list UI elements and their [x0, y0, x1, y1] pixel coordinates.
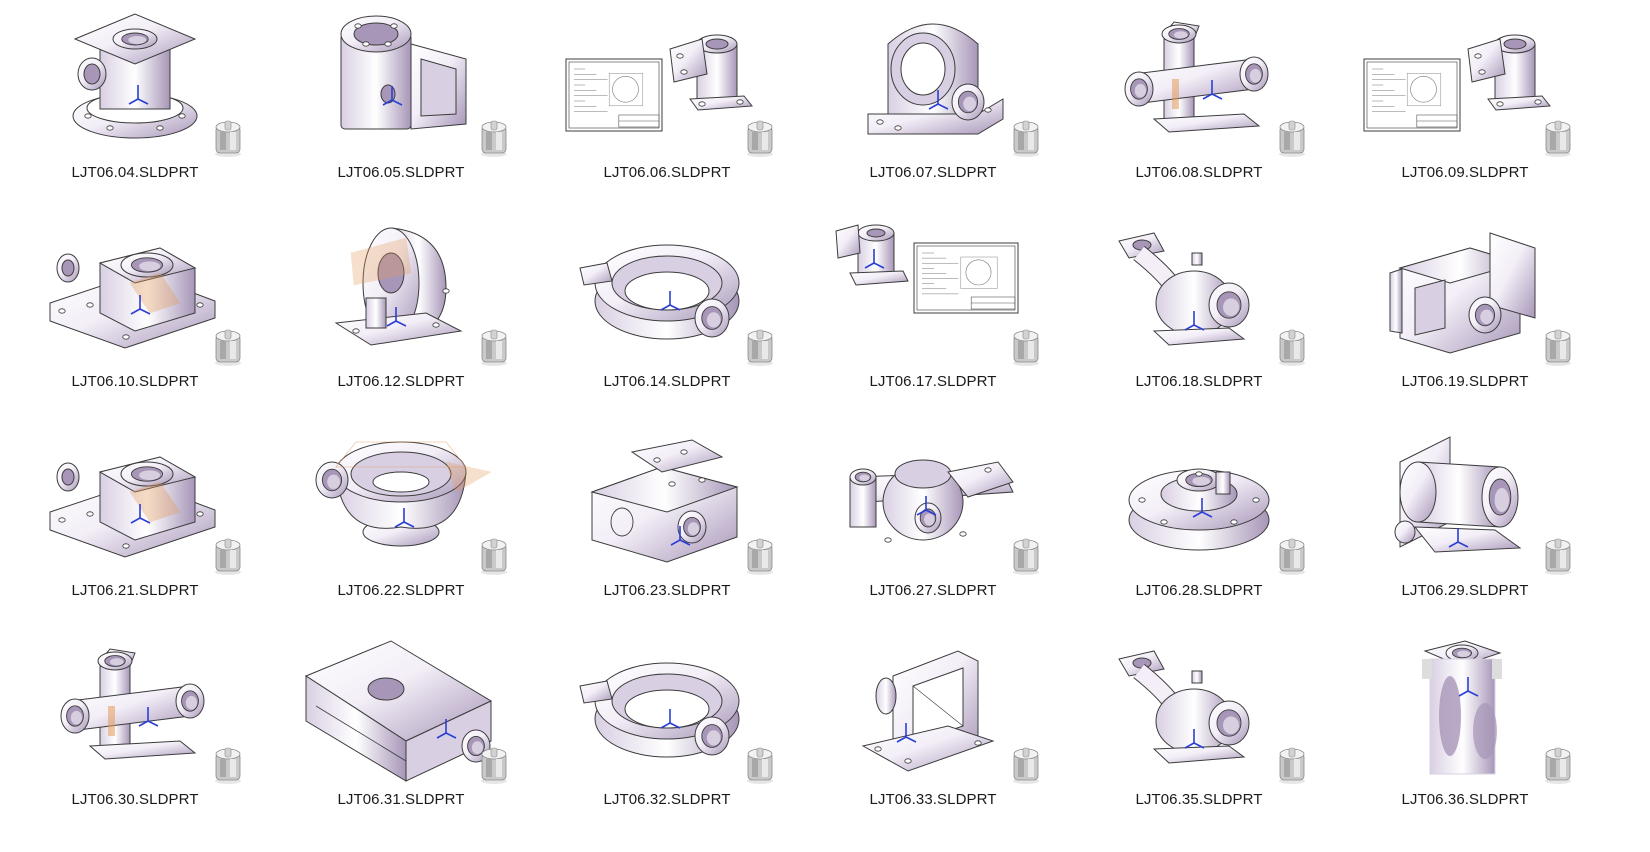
solidworks-part-icon	[1540, 118, 1576, 158]
solidworks-part-icon	[742, 536, 778, 576]
solidworks-part-icon	[476, 745, 512, 785]
file-name-label[interactable]: LJT06.14.SLDPRT	[603, 373, 731, 390]
file-item[interactable]: LJT06.22.SLDPRT	[286, 418, 566, 638]
part-thumbnail[interactable]	[296, 213, 496, 371]
part-thumbnail[interactable]	[296, 4, 496, 162]
file-name-label[interactable]: LJT06.21.SLDPRT	[71, 582, 199, 599]
file-name-label[interactable]: LJT06.31.SLDPRT	[337, 791, 465, 808]
file-name-label[interactable]: LJT06.36.SLDPRT	[1401, 791, 1529, 808]
part-thumbnail[interactable]	[828, 4, 1028, 162]
part-thumbnail[interactable]	[30, 213, 230, 371]
solidworks-part-icon	[476, 327, 512, 367]
file-name-label[interactable]: LJT06.10.SLDPRT	[71, 373, 199, 390]
solidworks-part-icon	[1008, 536, 1044, 576]
file-item[interactable]: LJT06.08.SLDPRT	[1084, 0, 1364, 220]
part-thumbnail[interactable]	[296, 422, 496, 580]
file-name-label[interactable]: LJT06.12.SLDPRT	[337, 373, 465, 390]
file-item[interactable]: LJT06.28.SLDPRT	[1084, 418, 1364, 638]
file-name-label[interactable]: LJT06.23.SLDPRT	[603, 582, 731, 599]
part-thumbnail[interactable]	[1360, 422, 1560, 580]
solidworks-part-icon	[1274, 536, 1310, 576]
file-item[interactable]: LJT06.17.SLDPRT	[818, 209, 1098, 429]
file-item[interactable]: LJT06.12.SLDPRT	[286, 209, 566, 429]
part-thumbnail[interactable]	[562, 422, 762, 580]
file-name-label[interactable]: LJT06.29.SLDPRT	[1401, 582, 1529, 599]
part-thumbnail[interactable]	[1360, 631, 1560, 789]
part-thumbnail[interactable]	[30, 631, 230, 789]
solidworks-part-icon	[1274, 118, 1310, 158]
file-item[interactable]: LJT06.23.SLDPRT	[552, 418, 832, 638]
solidworks-part-icon	[210, 327, 246, 367]
solidworks-part-icon	[742, 118, 778, 158]
file-name-label[interactable]: LJT06.32.SLDPRT	[603, 791, 731, 808]
file-item[interactable]: LJT06.05.SLDPRT	[286, 0, 566, 220]
solidworks-part-icon	[1008, 745, 1044, 785]
file-item[interactable]: LJT06.18.SLDPRT	[1084, 209, 1364, 429]
solidworks-part-icon	[210, 536, 246, 576]
part-thumbnail[interactable]	[1094, 213, 1294, 371]
file-item[interactable]: LJT06.36.SLDPRT	[1350, 627, 1630, 847]
file-item[interactable]: LJT06.07.SLDPRT	[818, 0, 1098, 220]
file-name-label[interactable]: LJT06.18.SLDPRT	[1135, 373, 1263, 390]
file-item[interactable]: LJT06.10.SLDPRT	[20, 209, 300, 429]
part-thumbnail[interactable]	[1360, 4, 1560, 162]
file-item[interactable]: LJT06.21.SLDPRT	[20, 418, 300, 638]
file-name-label[interactable]: LJT06.30.SLDPRT	[71, 791, 199, 808]
part-thumbnail[interactable]	[828, 213, 1028, 371]
file-name-label[interactable]: LJT06.33.SLDPRT	[869, 791, 997, 808]
solidworks-part-icon	[1540, 327, 1576, 367]
solidworks-part-icon	[476, 118, 512, 158]
file-item[interactable]: LJT06.35.SLDPRT	[1084, 627, 1364, 847]
solidworks-part-icon	[1274, 327, 1310, 367]
solidworks-part-icon	[1274, 745, 1310, 785]
file-name-label[interactable]: LJT06.06.SLDPRT	[603, 164, 731, 181]
file-name-label[interactable]: LJT06.05.SLDPRT	[337, 164, 465, 181]
file-name-label[interactable]: LJT06.35.SLDPRT	[1135, 791, 1263, 808]
part-thumbnail[interactable]	[1094, 422, 1294, 580]
file-name-label[interactable]: LJT06.19.SLDPRT	[1401, 373, 1529, 390]
part-thumbnail[interactable]	[562, 4, 762, 162]
solidworks-part-icon	[476, 536, 512, 576]
file-name-label[interactable]: LJT06.08.SLDPRT	[1135, 164, 1263, 181]
solidworks-part-icon	[1540, 745, 1576, 785]
file-item[interactable]: LJT06.09.SLDPRT	[1350, 0, 1630, 220]
file-item[interactable]: LJT06.33.SLDPRT	[818, 627, 1098, 847]
file-name-label[interactable]: LJT06.09.SLDPRT	[1401, 164, 1529, 181]
solidworks-part-icon	[1008, 327, 1044, 367]
part-thumbnail[interactable]	[30, 4, 230, 162]
solidworks-part-icon	[210, 118, 246, 158]
file-name-label[interactable]: LJT06.04.SLDPRT	[71, 164, 199, 181]
file-item[interactable]: LJT06.31.SLDPRT	[286, 627, 566, 847]
part-thumbnail[interactable]	[828, 422, 1028, 580]
solidworks-part-icon	[742, 745, 778, 785]
part-thumbnail[interactable]	[1360, 213, 1560, 371]
file-item[interactable]: LJT06.30.SLDPRT	[20, 627, 300, 847]
part-thumbnail[interactable]	[562, 213, 762, 371]
file-item[interactable]: LJT06.19.SLDPRT	[1350, 209, 1630, 429]
file-item[interactable]: LJT06.27.SLDPRT	[818, 418, 1098, 638]
part-thumbnail[interactable]	[296, 631, 496, 789]
file-name-label[interactable]: LJT06.07.SLDPRT	[869, 164, 997, 181]
solidworks-part-icon	[1540, 536, 1576, 576]
file-name-label[interactable]: LJT06.22.SLDPRT	[337, 582, 465, 599]
part-thumbnail[interactable]	[828, 631, 1028, 789]
solidworks-part-icon	[1008, 118, 1044, 158]
file-item[interactable]: LJT06.04.SLDPRT	[20, 0, 300, 220]
part-thumbnail[interactable]	[1094, 631, 1294, 789]
file-item[interactable]: LJT06.29.SLDPRT	[1350, 418, 1630, 638]
part-thumbnail[interactable]	[1094, 4, 1294, 162]
file-item[interactable]: LJT06.14.SLDPRT	[552, 209, 832, 429]
file-item[interactable]: LJT06.06.SLDPRT	[552, 0, 832, 220]
solidworks-part-icon	[210, 745, 246, 785]
file-item[interactable]: LJT06.32.SLDPRT	[552, 627, 832, 847]
file-name-label[interactable]: LJT06.28.SLDPRT	[1135, 582, 1263, 599]
solidworks-part-icon	[742, 327, 778, 367]
file-name-label[interactable]: LJT06.27.SLDPRT	[869, 582, 997, 599]
part-thumbnail[interactable]	[562, 631, 762, 789]
file-name-label[interactable]: LJT06.17.SLDPRT	[869, 373, 997, 390]
part-thumbnail[interactable]	[30, 422, 230, 580]
